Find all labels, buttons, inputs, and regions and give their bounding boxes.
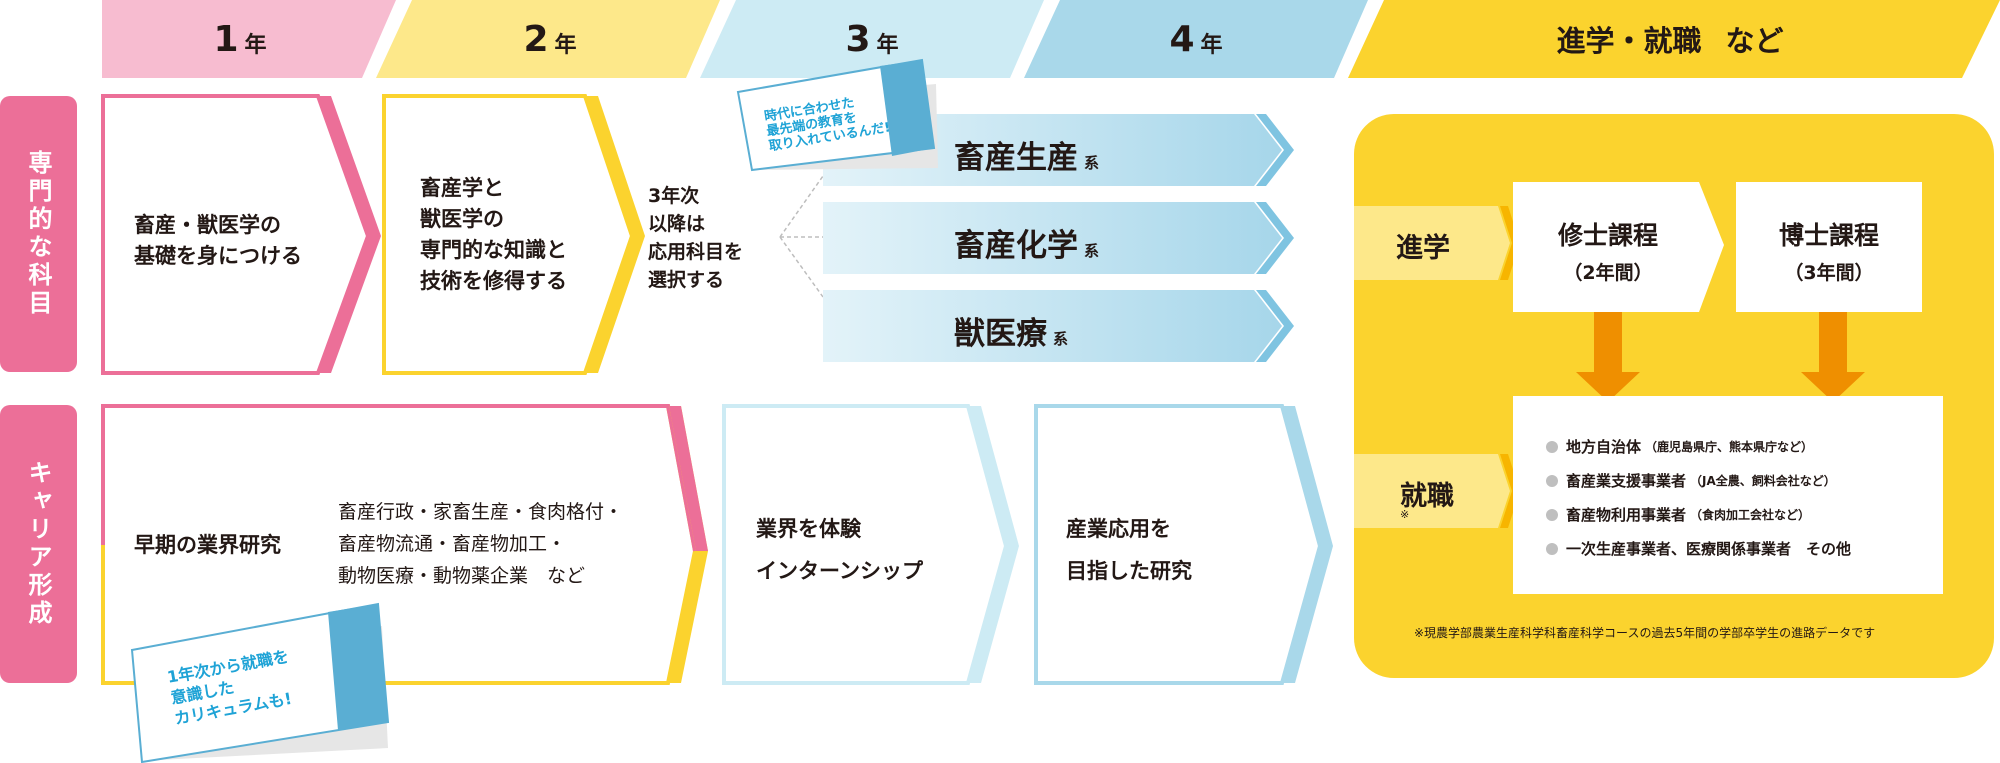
doctor-down-arrow	[1801, 312, 1865, 402]
employer-item-4: 一次生産事業者、医療関係事業者 その他	[1546, 538, 1855, 559]
subjects-row-label: 専門的な科目	[24, 150, 52, 318]
bullet-icon	[1546, 440, 1558, 453]
future-title-suffix: など	[1725, 24, 1784, 58]
research-text: 産業応用を 目指した研究	[1066, 517, 1192, 583]
select-text: 3年次 以降は 応用科目を 選択する	[648, 185, 744, 291]
year4-header-bg	[1024, 0, 1368, 78]
track-1: 畜産生産系	[954, 132, 1099, 177]
footnote: ※現農学部農業生産科学科畜産科学コースの過去5年間の学部卒学生の進路データです	[1414, 626, 1876, 640]
year2-header-bg	[376, 0, 720, 78]
track-suffix: 系	[1084, 242, 1100, 260]
career-row-bg	[0, 405, 77, 683]
track-3: 獣医療系	[954, 308, 1068, 353]
job-note-mark: ※	[1400, 508, 1410, 521]
track-bar-3	[823, 290, 1282, 362]
year-number: 1	[213, 18, 239, 60]
track-suffix: 系	[1084, 154, 1100, 172]
year2-subject-arrow	[382, 94, 635, 375]
career-year3-arrow	[722, 404, 1009, 685]
future-header-bg	[1348, 0, 2000, 78]
employers-box	[1513, 396, 1943, 594]
employer-item-2: 畜産業支援事業者（JA全農、飼料会社など）	[1546, 470, 1836, 491]
course-duration: （3年間）	[1784, 262, 1874, 284]
employer-item-3: 畜産物利用事業者（食肉加工会社など）	[1546, 504, 1810, 525]
internship-text: 業界を体験 インターンシップ	[756, 517, 923, 583]
course-name: 博士課程	[1778, 221, 1879, 250]
year-number: 4	[1169, 18, 1195, 60]
year-number: 2	[523, 18, 549, 60]
year-number: 3	[845, 18, 871, 60]
advance-label: 進学	[1396, 233, 1450, 264]
bullet-icon	[1546, 474, 1558, 487]
future-title: 進学・就職	[1556, 24, 1702, 58]
year-unit: 年	[1200, 33, 1223, 58]
course-duration: （2年間）	[1563, 262, 1653, 284]
early-research-industries: 畜産行政・家畜生産・食肉格付・ 畜産物流通・畜産物加工・ 動物医療・動物薬企業 …	[338, 501, 624, 587]
bullet-icon	[1546, 542, 1558, 555]
track-2: 畜産化学系	[954, 220, 1099, 265]
career-year4-arrow	[1034, 404, 1323, 685]
subjects-row-bg	[0, 96, 77, 372]
track-suffix: 系	[1053, 330, 1069, 348]
year1-subject-text: 畜産・獣医学の 基礎を身につける	[134, 213, 302, 268]
doctor-course: 博士課程 （3年間）	[1736, 216, 1922, 285]
track-bar-2	[823, 202, 1282, 274]
early-research-title: 早期の業界研究	[134, 533, 281, 557]
master-course: 修士課程 （2年間）	[1513, 216, 1703, 285]
master-course-box	[1513, 182, 1724, 312]
course-name: 修士課程	[1557, 221, 1658, 250]
year1-header-bg	[102, 0, 396, 78]
year-unit: 年	[554, 33, 577, 58]
year1-subject-arrow	[101, 94, 371, 375]
track-name: 畜産生産	[954, 140, 1078, 176]
future-header: 進学・就職など	[1400, 0, 1940, 78]
master-down-arrow	[1576, 312, 1640, 402]
track-name: 畜産化学	[954, 228, 1078, 264]
track-name: 獣医療	[954, 316, 1047, 352]
career-row-label: キャリア形成	[24, 460, 52, 628]
year-unit: 年	[876, 33, 899, 58]
doctor-course-box	[1736, 182, 1922, 312]
year2-subject-text: 畜産学と 獣医学の 専門的な知識と 技術を修得する	[420, 176, 567, 293]
year3-header-bg	[700, 0, 1044, 78]
job-label: 就職	[1400, 481, 1454, 512]
bullet-icon	[1546, 508, 1558, 521]
employer-item-1: 地方自治体（鹿児島県庁、熊本県庁など）	[1546, 436, 1813, 457]
year-unit: 年	[244, 33, 267, 58]
